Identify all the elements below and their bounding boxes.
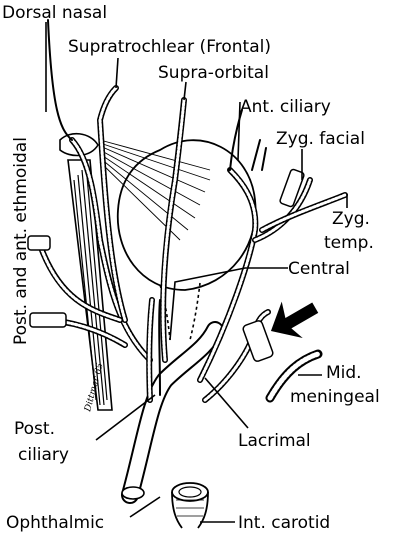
pointer-arrow (270, 301, 319, 339)
label-post-ant-ethmoidal: Post. and ant. ethmoidal (11, 137, 31, 345)
leader-lines (45, 22, 348, 523)
label-ophthalmic: Ophthalmic (6, 513, 104, 533)
trochlear-rays (99, 139, 211, 241)
optic-nerve (159, 282, 201, 341)
label-post-ciliary-2: ciliary (18, 445, 69, 465)
internal-carotid (171, 482, 209, 529)
label-supratrochlear: Supratrochlear (Frontal) (68, 37, 271, 57)
label-zyg-temp-2: temp. (324, 233, 374, 253)
label-ant-ciliary: Ant. ciliary (240, 97, 331, 117)
eyeball-outline (116, 139, 257, 291)
label-zyg-temp-1: Zyg. (332, 209, 370, 229)
label-zyg-facial: Zyg. facial (276, 129, 365, 149)
ophthalmic-trunk-inner (123, 323, 222, 502)
cut-ends (27, 168, 305, 362)
ophthalmic-cut-end (121, 486, 145, 500)
label-post-ciliary-1: Post. (14, 419, 55, 439)
label-supra-orbital: Supra-orbital (158, 63, 269, 83)
label-int-carotid: Int. carotid (238, 513, 330, 533)
label-dorsal-nasal: Dorsal nasal (2, 3, 107, 23)
label-mid-meningeal-1: Mid. (326, 363, 362, 383)
label-lacrimal: Lacrimal (238, 431, 311, 451)
label-mid-meningeal-2: meningeal (290, 387, 380, 407)
arterial-branches (37, 19, 348, 403)
label-central: Central (288, 259, 350, 279)
